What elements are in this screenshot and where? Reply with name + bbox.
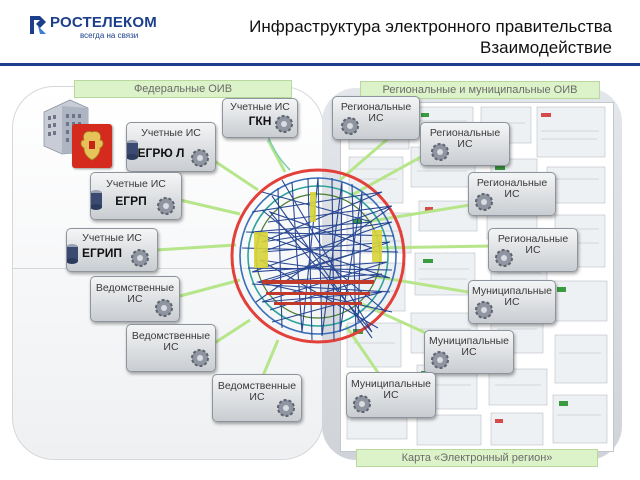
system-label: Региональные ИС <box>476 177 548 200</box>
map-caption: Карта «Электронный регион» <box>356 449 598 467</box>
logo-name: РОСТЕЛЕКОМ <box>50 14 157 31</box>
rostelecom-logo-icon <box>30 16 46 34</box>
gear-icon <box>475 301 493 319</box>
system-code: ЕГРИП <box>81 246 123 260</box>
system-code: ГКН <box>248 114 272 128</box>
system-label: Ведомственные ИС <box>217 380 297 403</box>
system-label: Региональные ИС <box>429 127 501 150</box>
departmental-system[interactable]: Ведомственные ИС <box>90 276 180 322</box>
gear-icon <box>341 117 359 135</box>
header-divider <box>0 63 640 66</box>
departmental-system[interactable]: Ведомственные ИС <box>212 374 302 422</box>
federal-section-label: Федеральные ОИВ <box>74 80 292 98</box>
system-label: Региональные ИС <box>497 233 569 256</box>
database-icon <box>91 190 102 210</box>
federal-system-egrul[interactable]: Учетные ИС ЕГРЮ Л <box>126 122 216 172</box>
gear-icon <box>191 349 209 367</box>
gear-icon <box>275 115 293 133</box>
rostelecom-logo: РОСТЕЛЕКОМ всегда на связи <box>28 14 157 44</box>
database-icon <box>127 140 138 160</box>
gear-icon <box>353 395 371 413</box>
regional-section-label: Региональные и муниципальные ОИВ <box>360 81 600 99</box>
system-label: Региональные ИС <box>340 101 412 124</box>
regional-system[interactable]: Региональные ИС <box>488 228 578 272</box>
system-label: Муниципальные ИС <box>472 285 552 308</box>
system-label: Муниципальные ИС <box>351 378 431 401</box>
logo-tagline: всегда на связи <box>80 31 139 40</box>
hub-mesh-icon <box>230 168 406 344</box>
page-subtitle: Взаимодействие <box>480 38 612 57</box>
page-title: Инфраструктура электронного правительств… <box>249 17 612 36</box>
gear-icon <box>495 249 513 267</box>
regional-system[interactable]: Региональные ИС <box>332 96 420 140</box>
system-label: Учетные ИС <box>106 178 166 190</box>
system-code: ЕГРЮ Л <box>137 146 185 160</box>
federal-system-egrip[interactable]: Учетные ИС ЕГРИП <box>66 228 158 272</box>
municipal-system[interactable]: Муниципальные ИС <box>346 372 436 418</box>
gear-icon <box>191 149 209 167</box>
database-icon <box>67 244 78 264</box>
federal-system-gkn[interactable]: Учетные ИС ГКН <box>222 98 298 138</box>
coat-of-arms-icon <box>72 124 112 168</box>
gear-icon <box>277 399 295 417</box>
regional-system[interactable]: Региональные ИС <box>468 172 556 216</box>
system-label: Ведомственные ИС <box>95 282 175 305</box>
gear-icon <box>431 351 449 369</box>
federal-system-egrp[interactable]: Учетные ИС ЕГРП <box>90 172 182 220</box>
gear-icon <box>157 197 175 215</box>
departmental-system[interactable]: Ведомственные ИС <box>126 324 216 372</box>
system-label: Учетные ИС <box>82 232 142 244</box>
system-code: ЕГРП <box>115 194 147 208</box>
system-label: Учетные ИС <box>230 101 290 113</box>
gear-icon <box>431 143 449 161</box>
regional-system[interactable]: Региональные ИС <box>420 122 510 166</box>
system-label: Ведомственные ИС <box>131 330 211 353</box>
gear-icon <box>155 299 173 317</box>
gear-icon <box>475 193 493 211</box>
system-label: Учетные ИС <box>141 127 201 139</box>
municipal-system[interactable]: Муниципальные ИС <box>468 280 556 324</box>
system-label: Муниципальные ИС <box>429 335 509 358</box>
municipal-system[interactable]: Муниципальные ИС <box>424 330 514 374</box>
gear-icon <box>131 249 149 267</box>
